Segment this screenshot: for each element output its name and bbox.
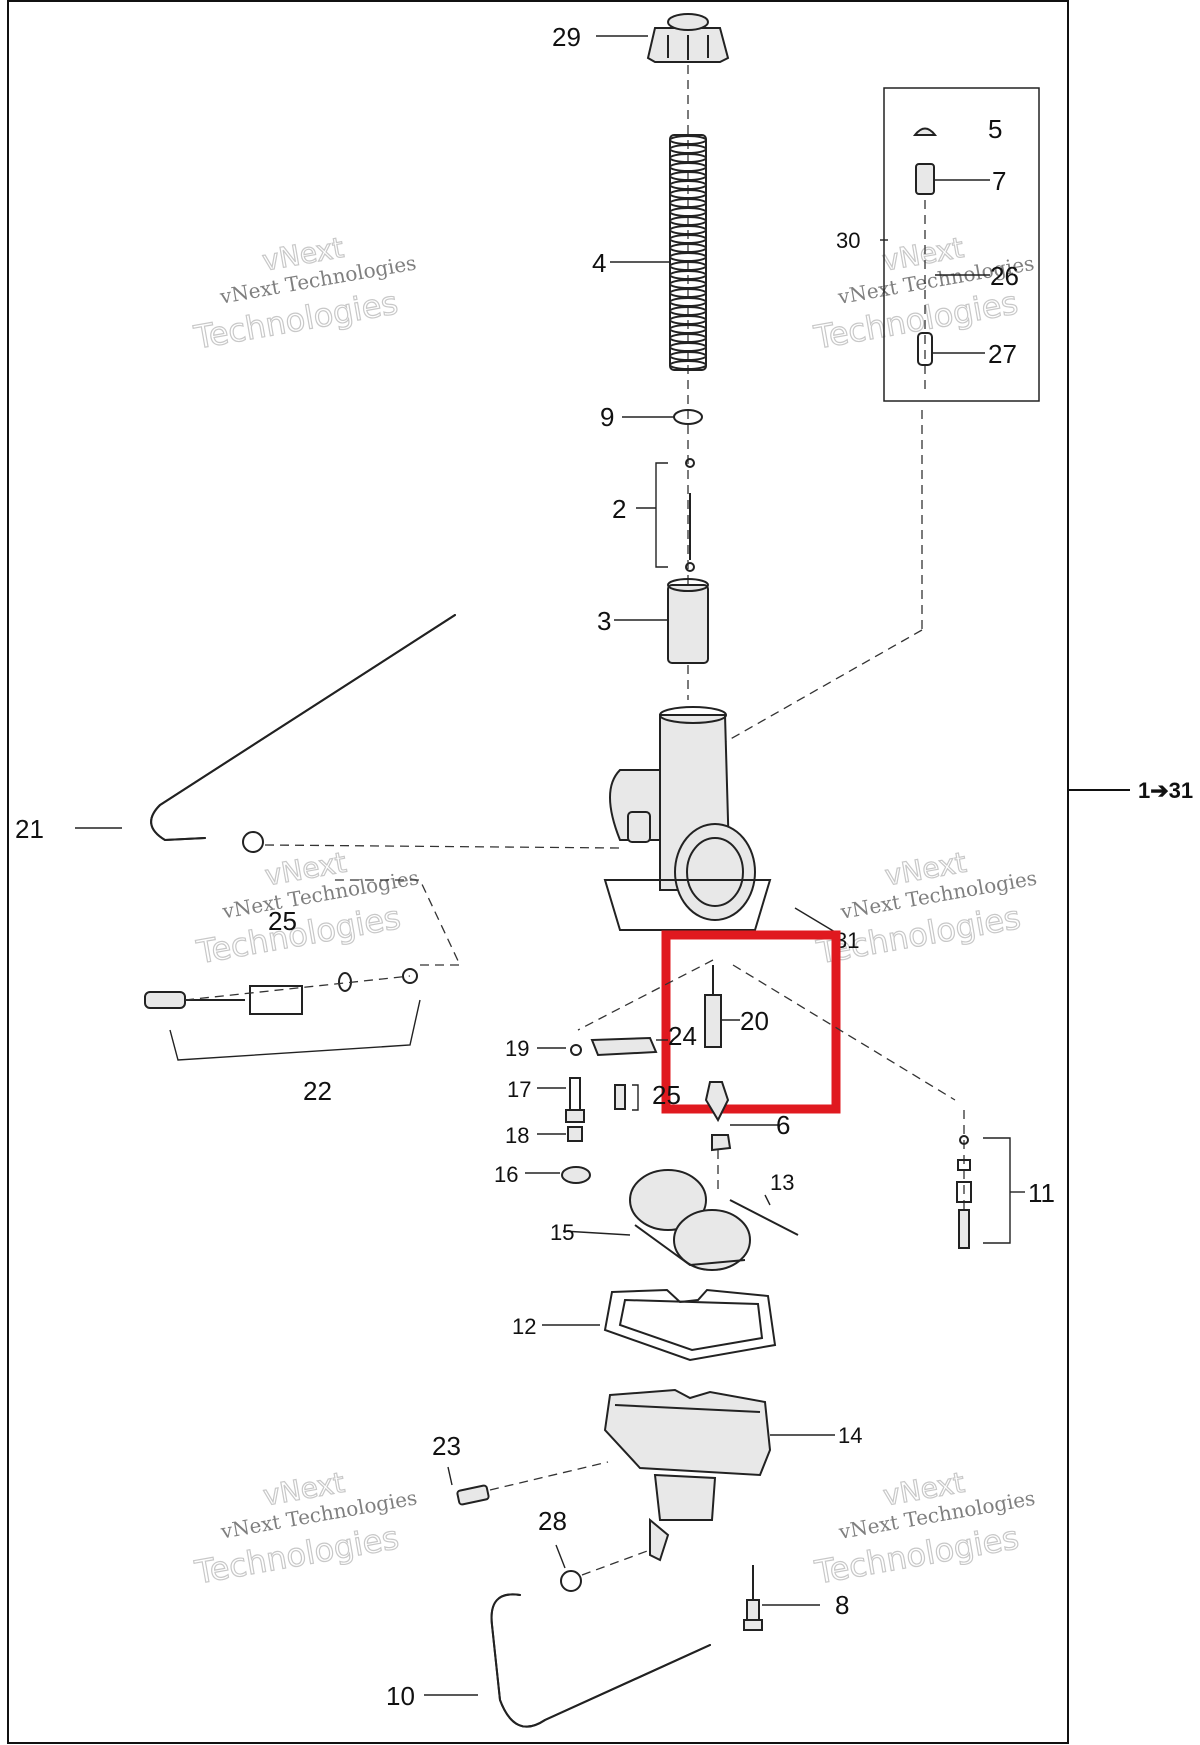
callout-2: 2 [612, 494, 626, 524]
callout-4: 4 [592, 248, 606, 278]
highlight-box [661, 930, 841, 1114]
callout-12: 12 [512, 1314, 536, 1339]
part-16-washer [561, 1166, 591, 1184]
part-27-needle [917, 332, 933, 366]
callout-27: 27 [988, 339, 1017, 369]
part-4-spring [669, 134, 707, 371]
spring-coil [669, 297, 707, 307]
spring-coil [669, 162, 707, 172]
callout-6: 6 [776, 1110, 790, 1140]
callout-23: 23 [432, 1431, 461, 1461]
part-14-float-bowl [603, 1388, 772, 1562]
part-24-plate [590, 1036, 658, 1057]
callout-24: 24 [668, 1021, 697, 1051]
part-17-pilot-jet [565, 1077, 585, 1123]
callout-28: 28 [538, 1506, 567, 1536]
part-7-screw [915, 163, 935, 195]
callout-21: 21 [15, 814, 44, 844]
part-20-main-jet [704, 965, 722, 1048]
spring-coil [669, 252, 707, 262]
callout-13: 13 [770, 1170, 794, 1195]
watermark-5: vNext vNext Technologies Technologies [191, 1465, 419, 1592]
part-2-jet-needle [685, 458, 695, 572]
callout-8: 8 [835, 1590, 849, 1620]
callout-3: 3 [597, 606, 611, 636]
callout-7: 7 [992, 166, 1006, 196]
callout-17: 17 [507, 1077, 531, 1102]
callout-19: 19 [505, 1036, 529, 1061]
part-5-cap [912, 127, 938, 136]
callout-25a: 25 [268, 906, 297, 936]
callout-30: 30 [836, 228, 860, 253]
part-15-float [629, 1169, 751, 1271]
callout-26: 26 [990, 261, 1019, 291]
part-18-nut [567, 1126, 583, 1142]
part-13-float-pin [729, 1199, 799, 1236]
callout-10: 10 [386, 1681, 415, 1711]
diagram-frame [7, 0, 1069, 1744]
spring-coil [669, 342, 707, 352]
callout-14: 14 [838, 1423, 862, 1448]
part-22-air-screw [144, 968, 418, 1015]
spring-coil [669, 207, 707, 217]
callout-20: 20 [740, 1006, 769, 1036]
watermark-1: vNext vNext Technologies Technologies [190, 230, 418, 357]
part-carburetor-body [603, 706, 772, 931]
part-23-drain-screw [456, 1484, 490, 1506]
part-11-pilot-screw [956, 1135, 972, 1249]
part-29-cap [646, 13, 730, 63]
part-28-clamp [560, 1570, 582, 1592]
callout-5: 5 [988, 114, 1002, 144]
part-25-screw-lower [614, 1084, 626, 1110]
callout-16: 16 [494, 1162, 518, 1187]
callout-9: 9 [600, 402, 614, 432]
callout-18: 18 [505, 1123, 529, 1148]
callout-29: 29 [552, 22, 581, 52]
inset-box-30 [883, 87, 1040, 402]
callout-15: 15 [550, 1220, 574, 1245]
part-25-clamp-upper [242, 831, 264, 853]
callout-22: 22 [303, 1076, 332, 1106]
spring-coil [669, 360, 707, 370]
part-6-needle-valve [704, 1081, 732, 1152]
part-19-washer [570, 1044, 582, 1056]
part-12-gasket [603, 1288, 777, 1362]
watermark-3: vNext vNext Technologies Technologies [193, 845, 421, 972]
part-8-screw [743, 1565, 763, 1631]
part-3-throttle-valve [667, 578, 709, 664]
callout-25b: 25 [652, 1080, 681, 1110]
part-21-vent-hose [150, 614, 456, 842]
watermark-6: vNext vNext Technologies Technologies [811, 1465, 1037, 1592]
callout-11: 11 [1028, 1178, 1055, 1208]
range-label: 1➔31 [1138, 778, 1193, 803]
